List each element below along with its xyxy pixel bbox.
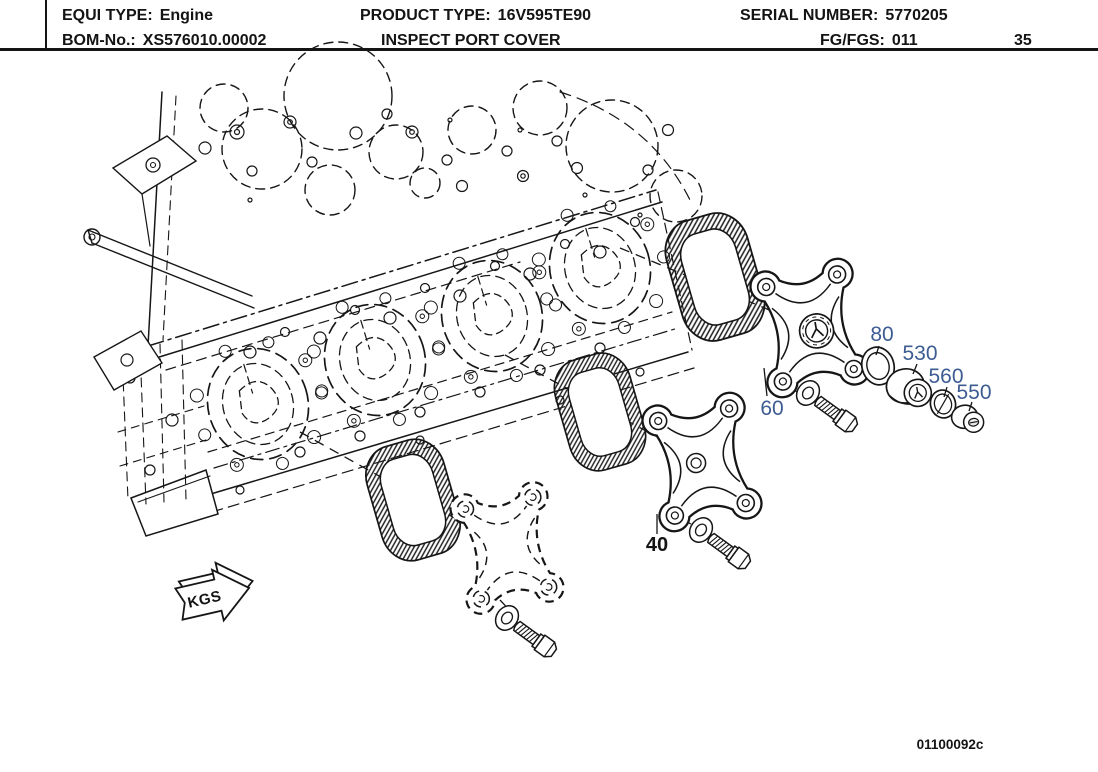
screw-plug-550 xyxy=(950,404,985,433)
fg-fgs-label: FG/FGS: xyxy=(820,32,885,49)
part-callout-60: 60 xyxy=(760,397,783,420)
part-callout-80: 80 xyxy=(870,323,893,346)
fg-fgs-value: 011 xyxy=(891,32,918,49)
bolt-set-phantom-cover xyxy=(490,600,560,661)
bom-no-value: XS576010.00002 xyxy=(142,32,267,49)
port-cover-gasket-middle xyxy=(546,345,654,479)
bolt-set-cover-60 xyxy=(791,375,861,436)
bolt-set-cover-40 xyxy=(684,512,754,573)
serial-number-field: SERIAL NUMBER: 5770205 xyxy=(740,7,948,25)
product-type-field: PRODUCT TYPE: 16V595TE90 xyxy=(360,7,591,25)
cover-center-port xyxy=(798,313,835,349)
bom-no-label: BOM-No.: xyxy=(62,32,136,49)
equi-type-value: Engine xyxy=(159,7,214,24)
serial-number-value: 5770205 xyxy=(885,7,948,24)
equi-type-field: EQUI TYPE: Engine xyxy=(62,7,213,25)
inspect-port-cover-60 xyxy=(746,255,874,401)
drawing-number: 01100092c xyxy=(917,737,984,752)
serial-number-label: SERIAL NUMBER: xyxy=(740,7,879,24)
fg-fgs-field: FG/FGS: 011 xyxy=(820,32,918,50)
callout-leader-lines xyxy=(656,345,973,534)
bom-no-field: BOM-No.: XS576010.00002 xyxy=(62,32,266,50)
header-rule xyxy=(0,48,1098,51)
seal-ring-560 xyxy=(929,389,957,419)
inspect-port-cover-phantom xyxy=(447,478,567,618)
product-type-value: 16V595TE90 xyxy=(497,7,592,24)
screw-plug-530 xyxy=(885,368,933,408)
header-left-border xyxy=(45,0,47,49)
port-cover-gasket-bottom xyxy=(357,431,469,569)
o-ring-80 xyxy=(860,346,896,386)
part-callout-560: 560 xyxy=(928,365,963,388)
equi-type-label: EQUI TYPE: xyxy=(62,7,153,24)
sheet-title: INSPECT PORT COVER xyxy=(381,32,561,49)
part-callout-530: 530 xyxy=(902,342,937,365)
part-callout-550: 550 xyxy=(956,381,991,404)
page-number: 35 xyxy=(1014,32,1032,49)
product-type-label: PRODUCT TYPE: xyxy=(360,7,491,24)
kgs-direction-arrow: KGS xyxy=(173,561,254,623)
part-callout-40: 40 xyxy=(646,534,668,556)
inspect-port-cover-40 xyxy=(638,389,766,535)
